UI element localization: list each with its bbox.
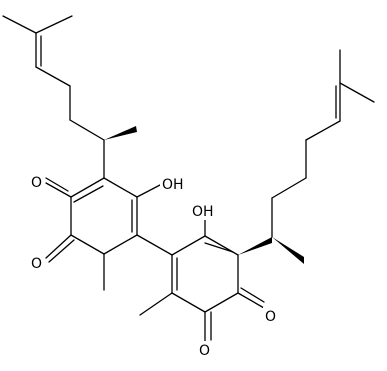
atom-o-right-top: O [265,309,276,325]
atom-o-left-bottom: O [31,256,42,272]
atom-oh-right: OH [192,204,214,220]
atom-labels: O O OH OH O O [29,173,279,359]
stereo-wedge-right-methyl [272,237,304,264]
stereo-wedge-right [238,237,272,255]
bond-set [2,15,375,343]
stereo-wedges [104,126,304,264]
stereo-wedge-left [104,126,137,140]
atom-o-right-bottom: O [199,343,210,359]
atom-oh-left: OH [162,177,184,193]
atom-o-left-top: O [31,175,42,191]
